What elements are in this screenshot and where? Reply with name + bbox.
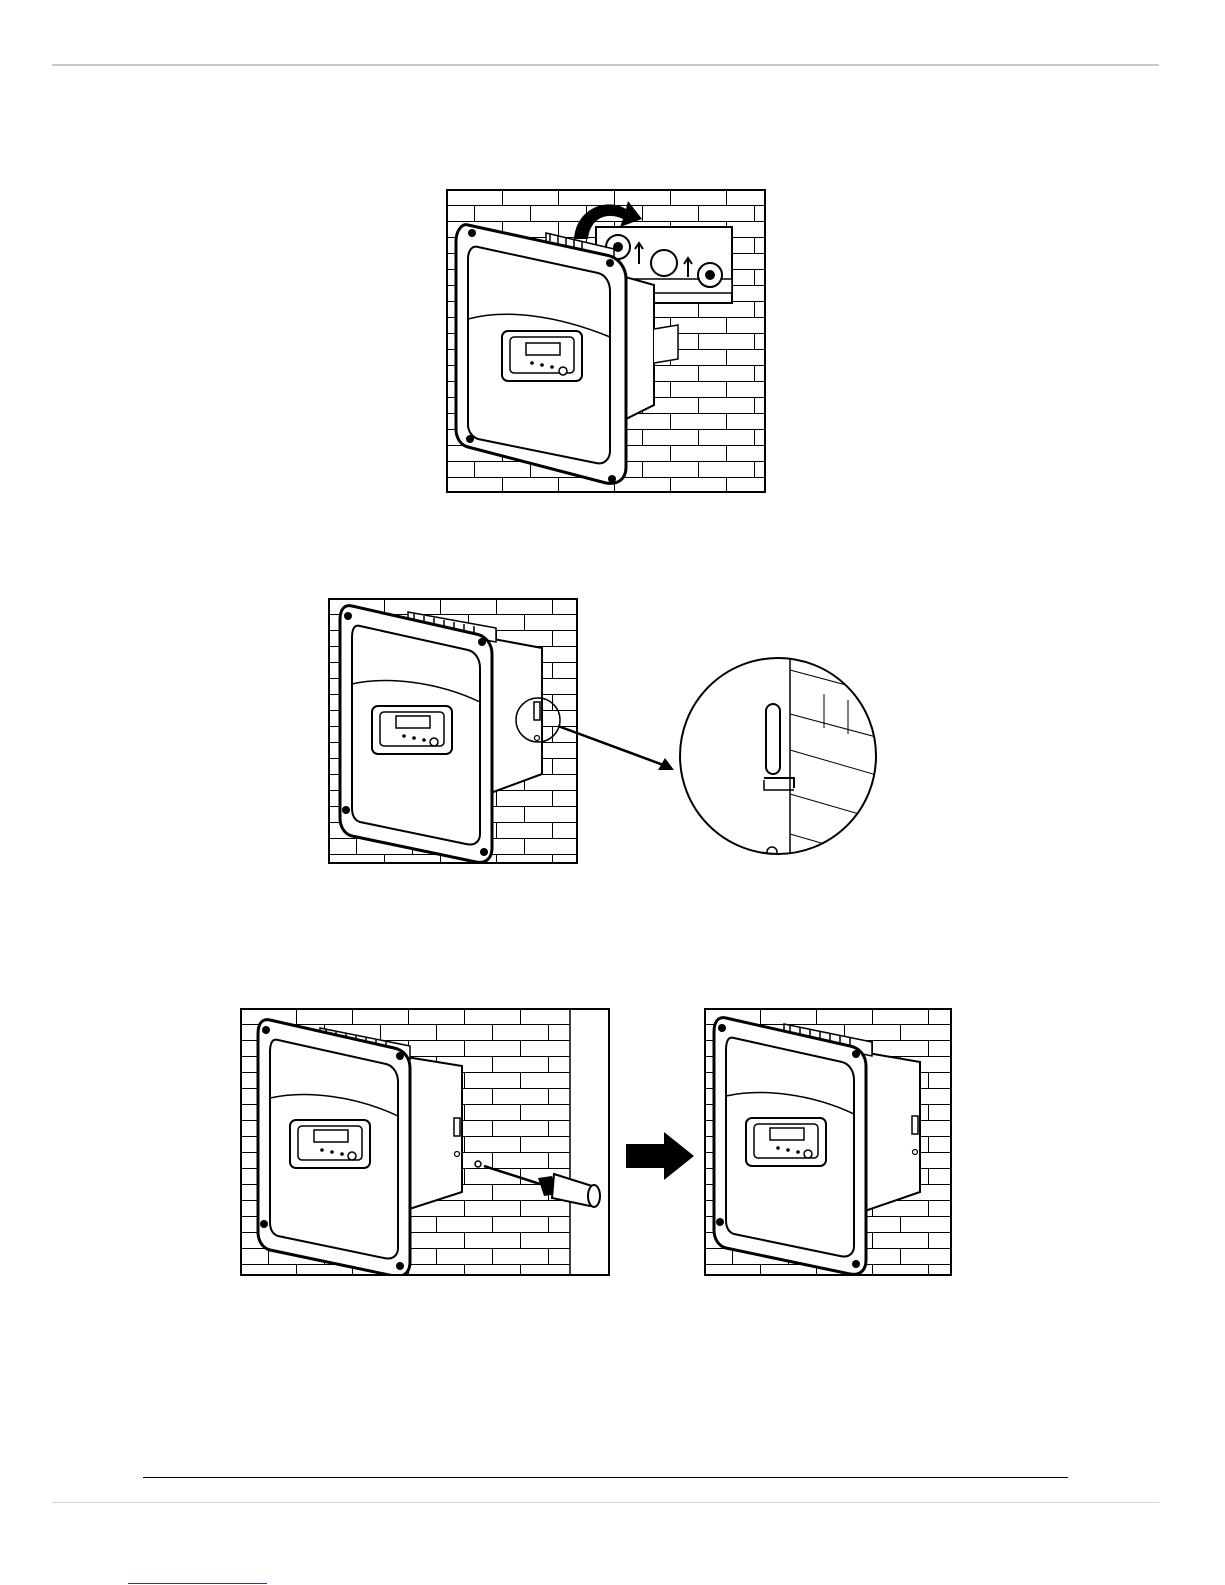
screw-icon [475,1161,481,1167]
display-screen [526,343,560,355]
figure-engagement-check [328,598,888,866]
control-button [559,367,567,375]
screw-icon [913,1150,918,1155]
display-screen [314,1130,348,1142]
footer-rule [143,1477,1068,1478]
next-step-arrow [624,1130,696,1182]
led-indicator [402,734,406,738]
control-button [348,1152,356,1160]
led-indicator [786,1148,790,1152]
led-indicator [320,1148,324,1152]
led-indicator [550,365,554,369]
display-screen [770,1128,804,1140]
figure-hang-inverter [446,189,766,493]
control-button [430,738,438,746]
led-indicator [796,1150,800,1154]
led-indicator [340,1152,344,1156]
led-indicator [776,1146,780,1150]
footer-rule-light [52,1502,1159,1503]
led-indicator [422,738,426,742]
led-indicator [530,361,534,365]
led-indicator [330,1150,334,1154]
footer-link-underline[interactable] [128,1583,267,1584]
header-rule [52,64,1159,66]
figure-fix-screw [240,1008,610,1276]
led-indicator [540,363,544,367]
display-screen [396,716,430,728]
figure-installed-result [704,1008,952,1276]
right-arrow-icon [626,1132,694,1180]
control-button [804,1150,812,1158]
led-indicator [412,736,416,740]
